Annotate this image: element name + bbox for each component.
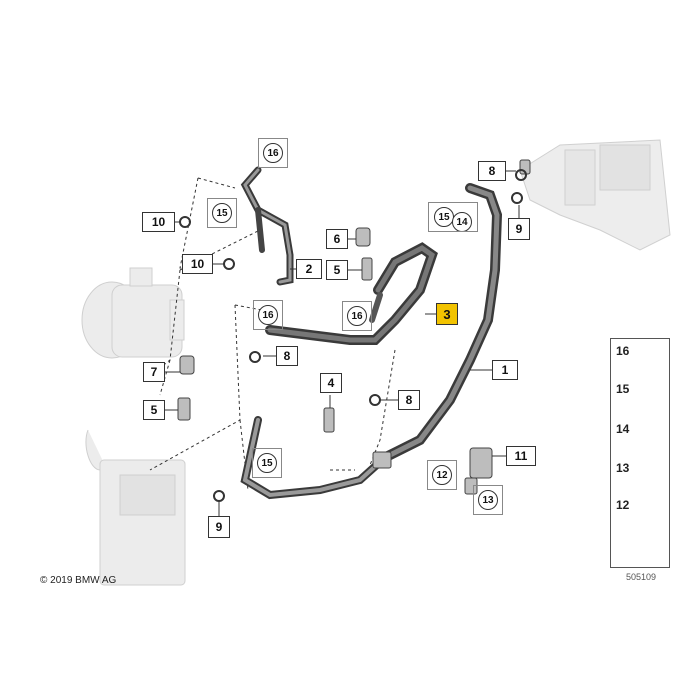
frame-15-14 (428, 202, 478, 232)
frame-12 (427, 460, 457, 490)
callout-part-10-lower: 10 (182, 254, 213, 274)
callout-part-16-middle: 16 (258, 305, 278, 325)
callout-part-9-lower: 9 (208, 516, 230, 538)
hose-1 (375, 183, 503, 465)
fastener-legend (610, 338, 670, 568)
callout-part-4: 4 (320, 373, 342, 393)
callout-part-8-middle: 8 (398, 390, 420, 410)
callout-part-12: 12 (432, 465, 452, 485)
fittings (177, 159, 531, 495)
callout-part-8-right: 8 (478, 161, 506, 181)
callout-part-11: 11 (506, 446, 536, 466)
legend-label-15: 15 (616, 382, 630, 396)
callout-part-7: 7 (143, 362, 165, 382)
frame-16-middle (253, 300, 283, 330)
leader-lines (165, 170, 520, 516)
callout-part-3-highlighted: 3 (436, 303, 458, 325)
frame-15-bottom (252, 448, 282, 478)
legend-label-16: 16 (616, 344, 630, 358)
battery-unit-ghost (85, 429, 186, 586)
callout-part-1: 1 (492, 360, 518, 380)
callout-part-5-lower: 5 (143, 400, 165, 420)
callout-part-8-left: 8 (276, 346, 298, 366)
callout-part-9-upper: 9 (508, 218, 530, 240)
callout-part-16-right: 16 (347, 306, 367, 326)
callout-part-15-top: 15 (212, 203, 232, 223)
callout-part-5-upper: 5 (326, 260, 348, 280)
legend-label-14: 14 (616, 422, 630, 436)
heater-unit-ghost (519, 139, 671, 251)
copyright-label: © 2019 BMW AG (40, 575, 117, 586)
compressor-ghost (81, 267, 185, 359)
callout-part-10-upper: 10 (142, 212, 175, 232)
callout-part-6: 6 (326, 229, 348, 249)
frame-16-right (342, 301, 372, 331)
lower-pipe (240, 416, 384, 500)
callout-part-2: 2 (296, 259, 322, 279)
diagram-number: 505109 (626, 572, 657, 582)
frame-16-top (258, 138, 288, 168)
callout-part-15-bottom: 15 (257, 453, 277, 473)
hose-3 (265, 242, 438, 345)
frame-15-top (207, 198, 237, 228)
legend-label-12: 12 (616, 498, 630, 512)
frame-13 (473, 485, 503, 515)
callout-part-13: 13 (478, 490, 498, 510)
callout-part-16-top: 16 (263, 143, 283, 163)
legend-label-13: 13 (616, 461, 630, 475)
hose-2 (240, 166, 294, 286)
